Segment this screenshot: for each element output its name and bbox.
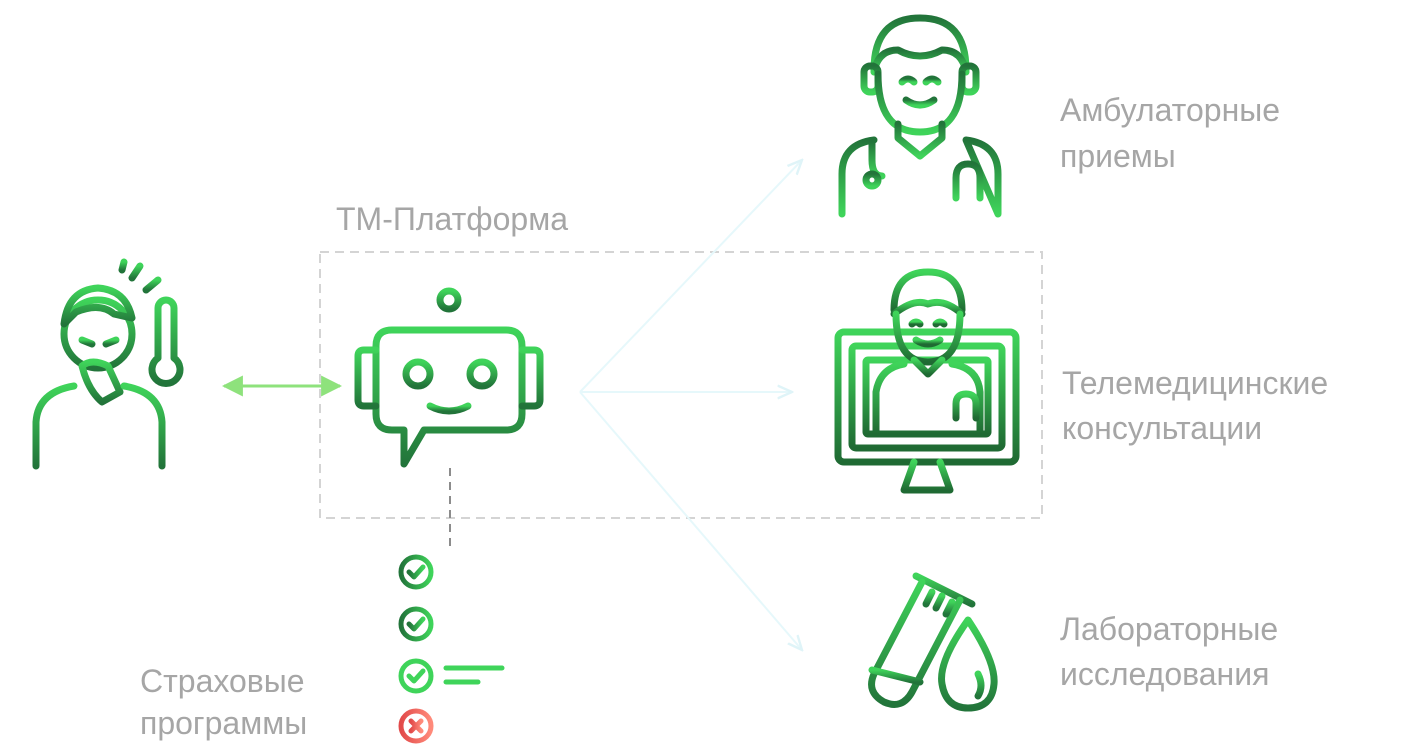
service-telemedicine-line2: консультации <box>1062 410 1263 446</box>
check-circle-icon <box>398 658 505 694</box>
telemedicine-monitor-icon <box>834 268 1020 504</box>
service-telemedicine-line1: Телемедицинские <box>1062 365 1329 401</box>
service-laboratory-line1: Лабораторные <box>1060 611 1279 647</box>
insurance-label-line1: Страховые <box>140 663 305 699</box>
arrow-to-ambulatory <box>579 160 802 393</box>
cross-circle-icon <box>398 708 505 744</box>
check-circle-icon <box>398 554 505 590</box>
service-laboratory-line2: исследования <box>1060 656 1270 692</box>
check-circle-icon <box>398 606 505 642</box>
insurance-checklist <box>398 554 505 744</box>
chatbot-robot-icon <box>354 287 544 468</box>
arrow-to-laboratory <box>579 391 802 650</box>
platform-boundary <box>319 251 1043 519</box>
insurance-label-line2: программы <box>140 705 308 741</box>
doctor-icon <box>838 14 1002 218</box>
platform-title: ТМ-Платформа <box>336 201 568 237</box>
service-ambulatory-line1: Амбулаторные <box>1060 92 1281 128</box>
test-tube-blood-drop-icon <box>868 572 998 712</box>
sick-patient-thermometer-icon <box>32 258 184 470</box>
service-ambulatory-line2: приемы <box>1060 138 1176 174</box>
